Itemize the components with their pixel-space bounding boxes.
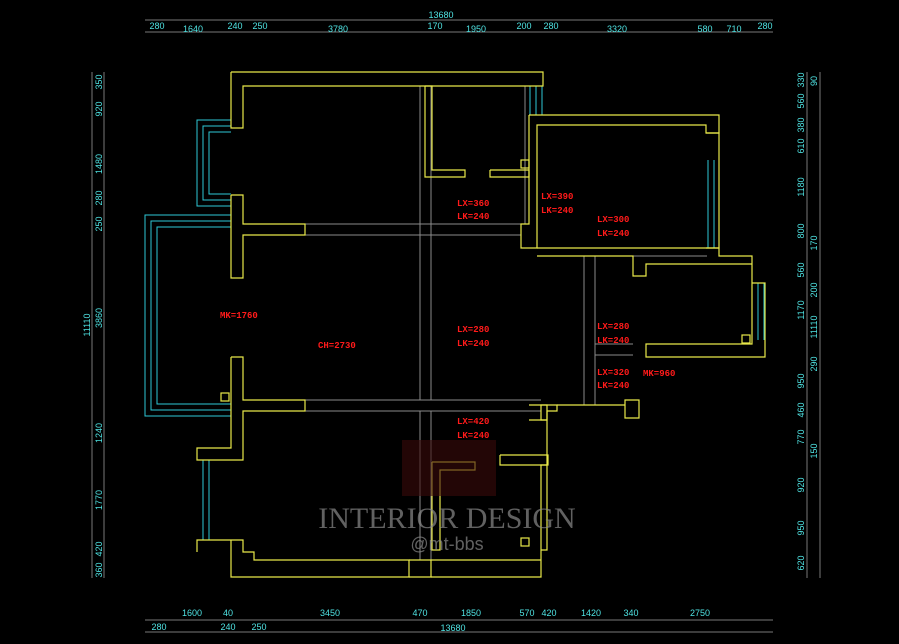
room-labels: LX=360 LK=240 LX=390 LK=240 LX=300 LK=24…: [220, 192, 675, 441]
dim: 580: [697, 24, 712, 34]
dim-left-total: 11110: [82, 313, 92, 336]
dimension-lines: [91, 19, 821, 633]
dim: 250: [94, 216, 104, 231]
dim: 250: [252, 21, 267, 31]
balcony-windows: [144, 86, 765, 540]
dim: 560: [796, 262, 806, 277]
dim: 380: [796, 117, 806, 132]
watermark-handle: @mt-bbs: [410, 534, 483, 554]
label: LX=320: [597, 368, 629, 378]
dim: 290: [809, 356, 819, 371]
label: MK=1760: [220, 311, 258, 321]
label: LK=240: [457, 431, 489, 441]
dim: 170: [809, 235, 819, 250]
dim: 1600: [182, 608, 202, 618]
dim: 3860: [94, 308, 104, 328]
dim: 340: [623, 608, 638, 618]
dim: 3320: [607, 24, 627, 34]
dim: 950: [796, 520, 806, 535]
label: LX=360: [457, 199, 489, 209]
watermark-title: INTERIOR DESIGN: [318, 502, 575, 535]
label: LX=300: [597, 215, 629, 225]
dim: 1480: [94, 154, 104, 174]
label: LK=240: [457, 212, 489, 222]
dim: 3450: [320, 608, 340, 618]
dim: 170: [427, 21, 442, 31]
dim: 280: [151, 622, 166, 632]
dim: 3780: [328, 24, 348, 34]
dim-right-total: 11110: [809, 315, 819, 338]
dim: 280: [94, 190, 104, 205]
dim: 90: [809, 76, 819, 86]
dim-top-total: 13680: [428, 10, 453, 20]
label: LK=240: [597, 336, 629, 346]
dim: 150: [809, 443, 819, 458]
dim: 200: [516, 21, 531, 31]
dim: 1240: [94, 423, 104, 443]
dim: 240: [227, 21, 242, 31]
dim: 420: [94, 541, 104, 556]
dim: 610: [796, 138, 806, 153]
dim: 1170: [796, 300, 806, 319]
label: LX=280: [597, 322, 629, 332]
dim: 570: [519, 608, 534, 618]
dim: 1770: [94, 490, 104, 510]
dim: 770: [796, 429, 806, 444]
dim: 420: [541, 608, 556, 618]
label: LK=240: [457, 339, 489, 349]
dim: 620: [796, 555, 806, 570]
dim: 280: [543, 21, 558, 31]
dim: 710: [726, 24, 741, 34]
beams: [305, 86, 707, 560]
label: LX=390: [541, 192, 573, 202]
dim: 2750: [690, 608, 710, 618]
dim: 350: [94, 74, 104, 89]
label: LK=240: [597, 381, 629, 391]
dim-bottom-total: 13680: [440, 623, 465, 633]
dim: 250: [251, 622, 266, 632]
dim: 1420: [581, 608, 601, 618]
label: LK=240: [541, 206, 573, 216]
dim: 360: [94, 562, 104, 577]
dim: 280: [757, 21, 772, 31]
dim: 920: [796, 477, 806, 492]
label: CH=2730: [318, 341, 356, 351]
dim: 1180: [796, 177, 806, 196]
label: LX=280: [457, 325, 489, 335]
dim: 240: [220, 622, 235, 632]
dim: 40: [223, 608, 233, 618]
dim: 800: [796, 223, 806, 238]
dim: 200: [809, 282, 819, 297]
dim: 470: [412, 608, 427, 618]
walls: [196, 71, 766, 578]
dim: 1850: [461, 608, 481, 618]
dim: 1640: [183, 24, 203, 34]
label: LX=420: [457, 417, 489, 427]
dim: 280: [149, 21, 164, 31]
label: LK=240: [597, 229, 629, 239]
dimension-texts: 13680 280 1640 240 250 3780 170 1950 200…: [82, 10, 819, 633]
dim: 460: [796, 402, 806, 417]
dim: 1950: [466, 24, 486, 34]
dim: 560: [796, 93, 806, 108]
dim: 920: [94, 101, 104, 116]
label: MK=960: [643, 369, 675, 379]
dim: 330: [796, 72, 806, 87]
dim: 950: [796, 373, 806, 388]
watermark: INTERIOR DESIGN @mt-bbs: [318, 440, 576, 554]
